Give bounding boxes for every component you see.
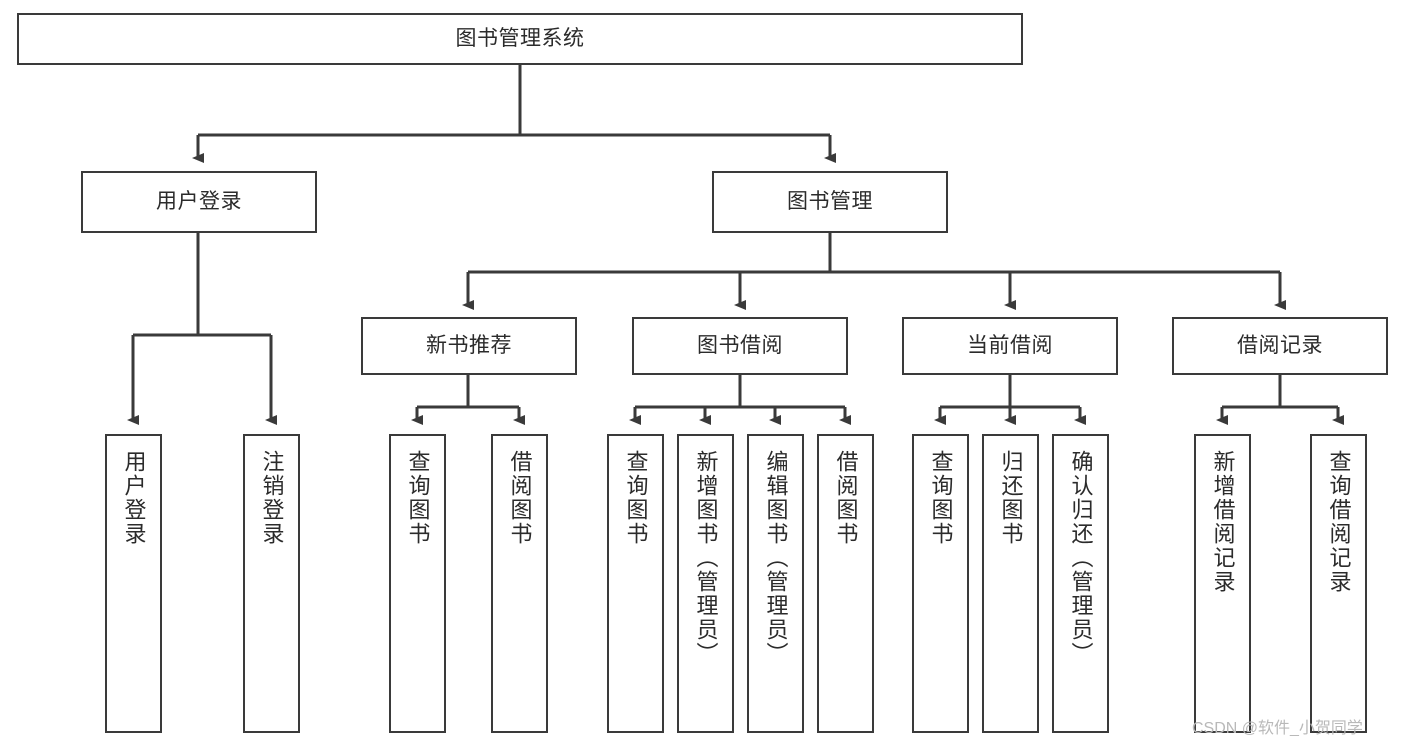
node-new-book-recommend-label: 新书推荐	[426, 333, 512, 357]
node-leaf-user-login[interactable]: 用户登录	[105, 434, 162, 733]
node-leaf-query-book-3[interactable]: 查询图书	[912, 434, 969, 733]
node-book-manage-label: 图书管理	[787, 189, 873, 213]
node-borrow-record-label: 借阅记录	[1237, 333, 1323, 357]
node-leaf-user-logout[interactable]: 注销登录	[243, 434, 300, 733]
node-current-borrow[interactable]: 当前借阅	[902, 317, 1118, 375]
node-root-label: 图书管理系统	[455, 26, 585, 50]
node-leaf-query-borrow-record[interactable]: 查询借阅记录	[1310, 434, 1367, 733]
node-leaf-add-borrow-record-label: 新增借阅记录	[1210, 450, 1236, 594]
node-leaf-query-book-3-label: 查询图书	[928, 450, 954, 546]
node-leaf-borrow-book-1[interactable]: 借阅图书	[491, 434, 548, 733]
node-leaf-user-logout-label: 注销登录	[259, 450, 285, 546]
node-leaf-return-book-label: 归还图书	[998, 450, 1024, 546]
node-leaf-query-book-1-label: 查询图书	[405, 450, 431, 546]
node-leaf-edit-book[interactable]: 编辑图书（管理员）	[747, 434, 804, 733]
node-leaf-return-book[interactable]: 归还图书	[982, 434, 1039, 733]
node-leaf-query-book-1[interactable]: 查询图书	[389, 434, 446, 733]
node-book-borrow-label: 图书借阅	[697, 333, 783, 357]
node-book-borrow[interactable]: 图书借阅	[632, 317, 848, 375]
node-leaf-add-borrow-record[interactable]: 新增借阅记录	[1194, 434, 1251, 733]
node-leaf-query-book-2-label: 查询图书	[623, 450, 649, 546]
node-user-login[interactable]: 用户登录	[81, 171, 317, 233]
node-root[interactable]: 图书管理系统	[17, 13, 1023, 65]
node-leaf-confirm-return[interactable]: 确认归还（管理员）	[1052, 434, 1109, 733]
node-leaf-edit-book-label: 编辑图书（管理员）	[763, 450, 789, 666]
node-new-book-recommend[interactable]: 新书推荐	[361, 317, 577, 375]
node-leaf-query-book-2[interactable]: 查询图书	[607, 434, 664, 733]
node-current-borrow-label: 当前借阅	[967, 333, 1053, 357]
node-leaf-borrow-book-2-label: 借阅图书	[833, 450, 859, 546]
csdn-watermark: CSDN @软件_小贺同学	[1192, 720, 1363, 737]
node-leaf-borrow-book-2[interactable]: 借阅图书	[817, 434, 874, 733]
node-leaf-user-login-label: 用户登录	[121, 450, 147, 546]
node-user-login-label: 用户登录	[156, 189, 242, 213]
node-leaf-add-book[interactable]: 新增图书（管理员）	[677, 434, 734, 733]
node-leaf-borrow-book-1-label: 借阅图书	[507, 450, 533, 546]
node-borrow-record[interactable]: 借阅记录	[1172, 317, 1388, 375]
node-leaf-query-borrow-record-label: 查询借阅记录	[1326, 450, 1352, 594]
node-leaf-confirm-return-label: 确认归还（管理员）	[1068, 450, 1094, 666]
node-book-manage[interactable]: 图书管理	[712, 171, 948, 233]
node-leaf-add-book-label: 新增图书（管理员）	[693, 450, 719, 666]
